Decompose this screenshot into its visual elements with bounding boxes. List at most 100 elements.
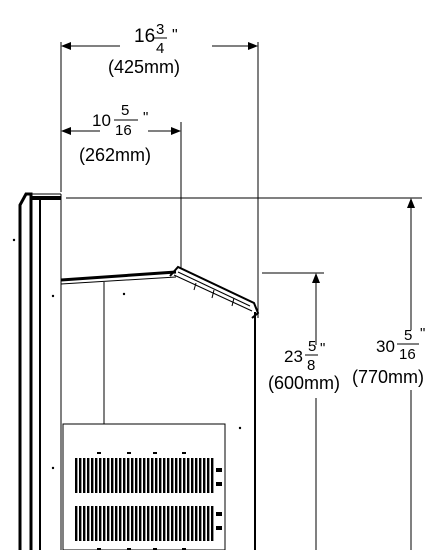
louver-slat xyxy=(203,458,206,493)
vent-width-num: 5 xyxy=(121,102,129,119)
louver-slat xyxy=(155,506,158,541)
screw-dot xyxy=(51,294,55,298)
louver-slat xyxy=(195,506,198,541)
louver-slat xyxy=(107,458,110,493)
vent-width-den: 16 xyxy=(115,122,132,139)
louver-slat xyxy=(183,506,186,541)
screw-dot xyxy=(122,292,126,296)
body-height-den: 8 xyxy=(307,357,315,374)
louver-slat xyxy=(207,506,210,541)
louver-hook xyxy=(153,452,157,454)
vent-width-metric: (262mm) xyxy=(79,145,151,165)
louver-slat xyxy=(211,506,214,541)
louver-slat xyxy=(167,458,170,493)
louver-slat xyxy=(91,506,94,541)
top-width-unit: " xyxy=(172,27,178,44)
louver-grille xyxy=(75,452,222,550)
louver-hook xyxy=(153,548,157,550)
louver-slat xyxy=(199,506,202,541)
louver-slat xyxy=(183,458,186,493)
louver-slat xyxy=(147,506,150,541)
louver-hook xyxy=(127,548,131,550)
screw-dot xyxy=(51,466,55,470)
louver-slat xyxy=(123,458,126,493)
louver-slat xyxy=(135,458,138,493)
louver-slat xyxy=(75,506,78,541)
vent-rib xyxy=(211,289,215,299)
louver-slat xyxy=(135,506,138,541)
louver-slat xyxy=(175,506,178,541)
louver-slat xyxy=(115,506,118,541)
louver-tab xyxy=(216,526,222,530)
louver-slat xyxy=(155,458,158,493)
louver-slat xyxy=(103,458,106,493)
louver-hook xyxy=(97,548,101,550)
louver-tab xyxy=(216,512,222,516)
louver-hook xyxy=(127,452,131,454)
screw-dot xyxy=(12,238,16,242)
top-width-whole: 16 xyxy=(134,26,155,47)
louver-slat xyxy=(179,506,182,541)
louver-slat xyxy=(179,458,182,493)
louver-slat xyxy=(111,506,114,541)
louver-slat xyxy=(83,458,86,493)
body-top-inner xyxy=(60,276,177,285)
louver-slat xyxy=(111,458,114,493)
louver-slat xyxy=(187,458,190,493)
louver-slat xyxy=(207,458,210,493)
top-width-metric: (425mm) xyxy=(108,57,180,77)
louver-slat xyxy=(75,458,78,493)
louver-slat xyxy=(119,458,122,493)
louver-slat xyxy=(95,458,98,493)
overall-height-dimension: 30 5 16 " (770mm) xyxy=(66,197,425,550)
body-height-whole: 23 xyxy=(284,347,303,366)
appliance-outline xyxy=(12,192,260,550)
louver-slat xyxy=(159,506,162,541)
louver-slat xyxy=(79,458,82,493)
louver-slat xyxy=(79,506,82,541)
body-height-num: 5 xyxy=(308,338,316,355)
louver-slat xyxy=(191,506,194,541)
louver-slat xyxy=(151,458,154,493)
louver-hook xyxy=(182,548,186,550)
louver-slat xyxy=(103,506,106,541)
louver-slat xyxy=(99,458,102,493)
louver-slat xyxy=(211,458,214,493)
overall-height-den: 16 xyxy=(399,346,416,363)
top-width-num: 3 xyxy=(156,21,164,38)
louver-slat xyxy=(127,506,130,541)
vent-width-unit: " xyxy=(143,109,148,126)
louver-slat xyxy=(127,458,130,493)
vent-width-dimension: 10 5 16 " (262mm) xyxy=(61,102,182,268)
louver-slat xyxy=(131,506,134,541)
louver-slat xyxy=(171,458,174,493)
louver-slat xyxy=(95,506,98,541)
body-height-unit: " xyxy=(320,340,325,357)
louver-slat xyxy=(115,458,118,493)
louver-slat xyxy=(203,506,206,541)
louver-slat xyxy=(163,458,166,493)
louver-slat xyxy=(159,458,162,493)
louver-slat xyxy=(99,506,102,541)
louver-slat xyxy=(91,458,94,493)
louver-slat xyxy=(167,506,170,541)
louver-slat xyxy=(83,506,86,541)
louver-slat xyxy=(187,506,190,541)
louver-slat xyxy=(191,458,194,493)
louver-slat xyxy=(163,506,166,541)
louver-tab xyxy=(216,482,222,486)
louver-slat xyxy=(175,458,178,493)
louver-slat xyxy=(147,458,150,493)
top-width-dimension: 16 3 4 " (425mm) xyxy=(60,21,259,318)
screw-dot xyxy=(238,426,242,430)
front-trim xyxy=(18,192,33,550)
louver-slat xyxy=(119,506,122,541)
vent-rib xyxy=(193,282,197,291)
louver-slat xyxy=(151,506,154,541)
louver-slat xyxy=(139,506,142,541)
overall-height-metric: (770mm) xyxy=(352,367,424,387)
louver-tab xyxy=(216,468,222,472)
louver-slat xyxy=(199,458,202,493)
louver-hook xyxy=(97,452,101,454)
